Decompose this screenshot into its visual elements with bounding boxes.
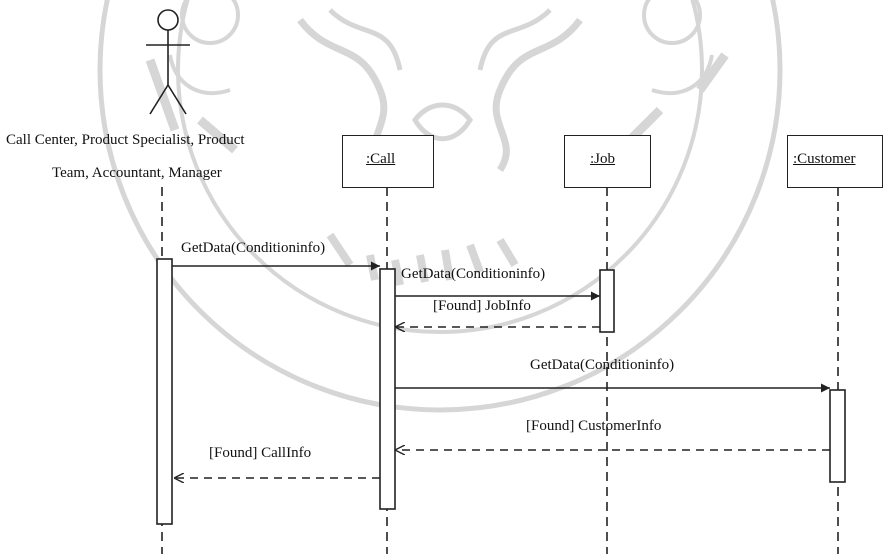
message-label-m5: [Found] CustomerInfo [526, 418, 662, 434]
activation-call [379, 268, 396, 510]
actor-name-line1: Call Center, Product Specialist, Product [6, 132, 245, 148]
message-arrows [172, 261, 830, 478]
seal-watermark [97, 0, 783, 413]
message-label-m2: GetData(Conditioninfo) [401, 266, 546, 282]
message-label-m3: [Found] JobInfo [433, 298, 531, 314]
activation-actor [156, 258, 173, 525]
object-call-label: :Call [366, 151, 396, 167]
object-customer-box [787, 135, 883, 188]
activation-job [599, 269, 615, 333]
message-label-m4: GetData(Conditioninfo) [530, 357, 675, 373]
activation-customer [829, 389, 846, 483]
stick-figure-icon [146, 9, 190, 115]
message-label-m6: [Found] CallInfo [209, 445, 312, 461]
actor-name-line2: Team, Accountant, Manager [52, 165, 222, 181]
activation-bars [156, 258, 846, 525]
object-call-box [342, 135, 434, 188]
message-label-m1: GetData(Conditioninfo) [181, 240, 326, 256]
object-customer-label: :Customer [793, 151, 856, 167]
object-job-label: :Job [590, 151, 616, 167]
object-job-box [564, 135, 651, 188]
